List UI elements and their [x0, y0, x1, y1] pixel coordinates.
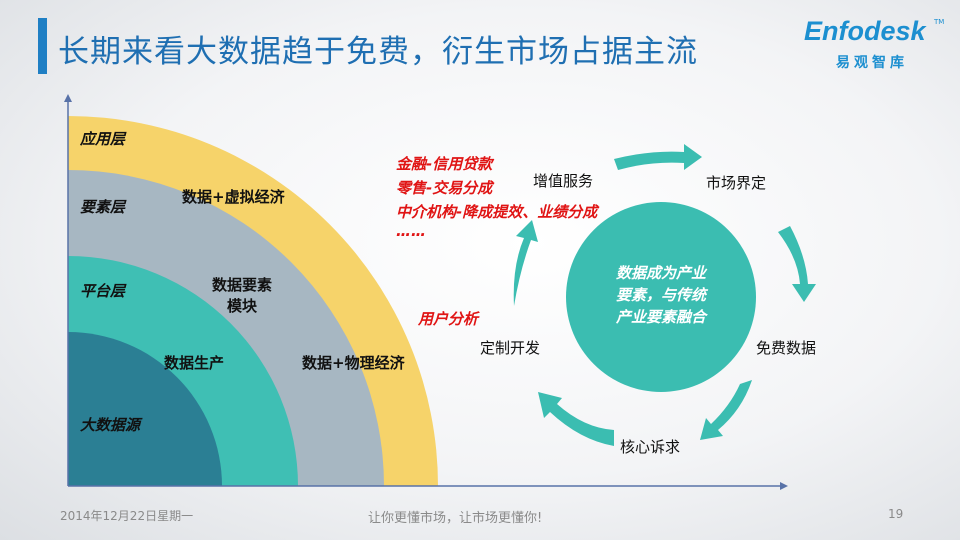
cycle-label-custom-dev: 定制开发: [480, 339, 541, 357]
note-user-analysis: 用户分析: [418, 310, 479, 328]
footer-date: 2014年12月22日星期一: [60, 509, 194, 523]
cycle-center-circle: [566, 202, 756, 392]
cycle-arrow-left: [500, 220, 538, 306]
cycle-arrow-right-upper: [778, 226, 816, 302]
note-finance: 金融-信用贷款: [396, 155, 493, 173]
label-physical-economy: 数据+物理经济: [302, 354, 405, 372]
layer-source-core: [68, 332, 222, 486]
note-ellipsis: ……: [396, 222, 426, 240]
note-retail: 零售-交易分成: [396, 179, 493, 197]
cycle-center-text: 数据成为产业 要素，与传统 产业要素融合: [615, 264, 706, 326]
cycle-arrow-top: [614, 144, 702, 170]
layer-label-element: 要素层: [80, 198, 126, 216]
cycle-arrow-bottom: [538, 392, 614, 446]
layer-label-source: 大数据源: [80, 416, 141, 434]
label-virtual-economy: 数据+虚拟经济: [182, 188, 285, 206]
brand-logo: Enfodesk TM 易观智库: [804, 14, 944, 76]
cycle-arrow-right-lower: [700, 380, 752, 440]
title-accent-bar: [38, 18, 47, 74]
cycle-label-market: 市场界定: [706, 174, 767, 192]
layer-label-platform: 平台层: [80, 282, 126, 300]
label-data-production: 数据生产: [164, 354, 225, 372]
label-data-module: 数据要素 模块: [212, 276, 273, 315]
cycle-label-free-data: 免费数据: [756, 339, 817, 357]
note-intermediary: 中介机构-降成提效、业绩分成: [396, 203, 598, 221]
footer-slogan: 让你更懂市场，让市场更懂你!: [368, 511, 543, 526]
logo-trademark: TM: [934, 18, 945, 26]
page-title: 长期来看大数据趋于免费，衍生市场占据主流: [58, 34, 698, 70]
layer-label-application: 应用层: [80, 130, 126, 148]
cycle-label-core-demand: 核心诉求: [620, 438, 681, 456]
logo-wordmark: Enfodesk: [804, 16, 926, 46]
cycle-label-value-added: 增值服务: [533, 172, 594, 190]
footer-page-number: 19: [888, 507, 904, 521]
logo-subtitle: 易观智库: [836, 55, 908, 71]
